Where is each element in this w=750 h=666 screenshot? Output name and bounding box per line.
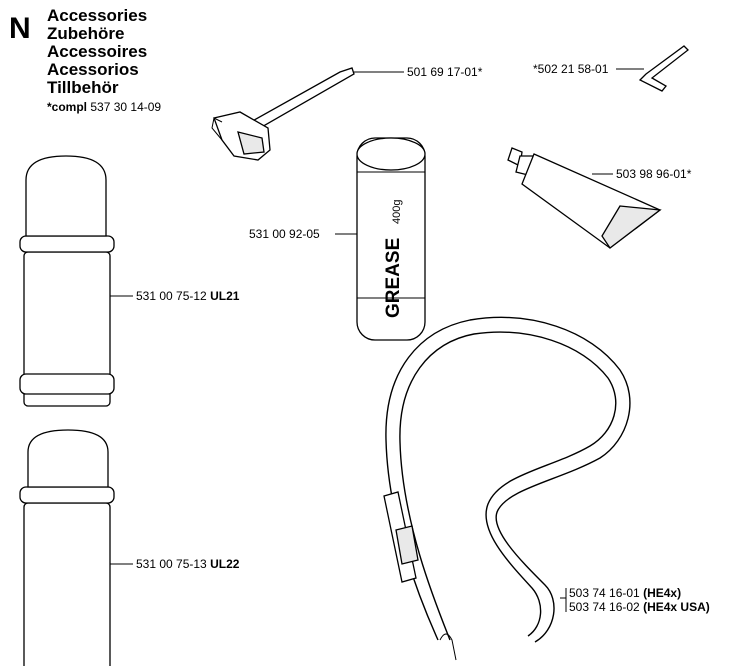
title-sv: Tillbehör [47,78,119,97]
label-can1: 531 00 75-12 UL21 [136,289,240,303]
hex-key [638,45,689,92]
can1-number: 531 00 75-12 [136,289,207,303]
label-can2: 531 00 75-13 UL22 [136,557,240,571]
combination-wrench [211,67,355,161]
spray-can-ul21 [19,155,115,407]
compl-prefix: *compl [47,100,87,114]
can2-number: 531 00 75-13 [136,557,207,571]
title-pt: Acessorios [47,60,139,79]
label-grease: 531 00 92-05 [249,227,320,241]
title-fr: Accessoires [47,42,147,61]
grease-weight-text: 400g [391,200,403,224]
can2-code: UL22 [210,557,240,571]
harness-strap [383,316,631,661]
strap1-code: (HE4x) [643,586,681,600]
label-tube: 503 98 96-01* [616,167,692,181]
compl-number: 537 30 14-09 [90,100,161,114]
strap1-number: 503 74 16-01 [569,586,640,600]
can1-code: UL21 [210,289,240,303]
section-letter: N [9,12,31,45]
spray-can-ul22 [19,429,115,666]
grease-tube [507,147,662,249]
grease-label-text: GREASE [383,238,404,318]
title-en: Accessories [47,6,147,25]
strap2-number: 503 74 16-02 [569,600,640,614]
label-wrench: 501 69 17-01* [407,65,483,79]
label-hex-key: *502 21 58-01 [533,62,609,76]
label-strap2: 503 74 16-02 (HE4x USA) [569,600,710,614]
compl-line: *compl 537 30 14-09 [47,100,161,114]
strap2-code: (HE4x USA) [643,600,710,614]
grease-can: GREASE 400g [356,137,426,341]
title-de: Zubehöre [47,24,124,43]
label-strap1: 503 74 16-01 (HE4x) [569,586,681,600]
